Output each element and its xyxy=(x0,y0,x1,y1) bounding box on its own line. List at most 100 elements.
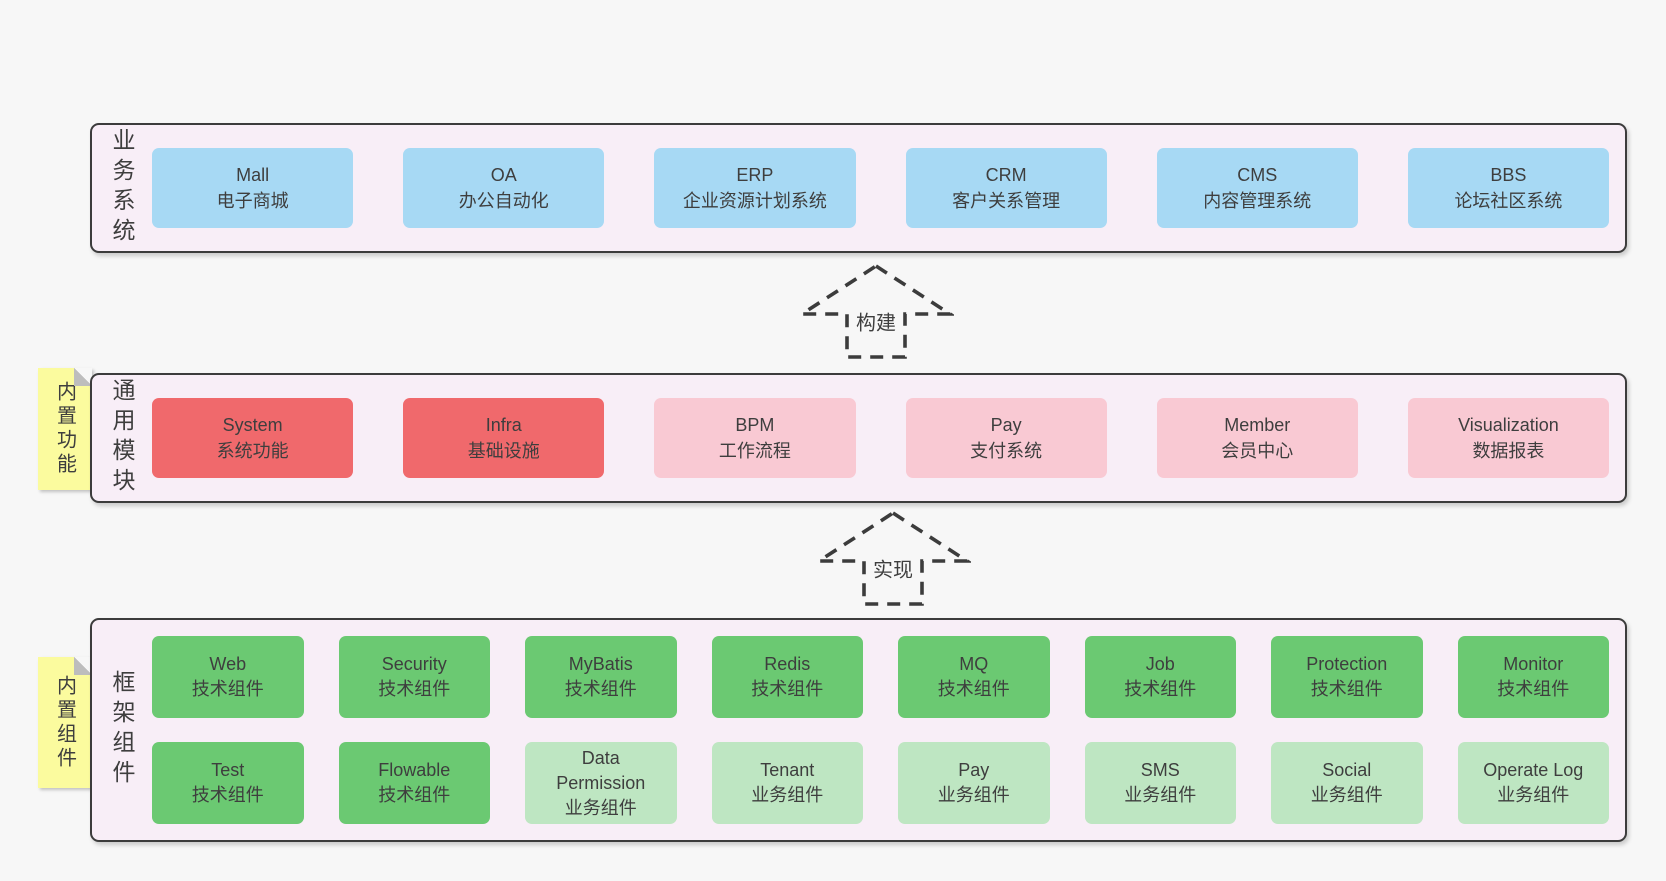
diagram-box-erp: ERP 企业资源计划系统 xyxy=(654,148,856,228)
diagram-box-test: Test 技术组件 xyxy=(152,742,304,824)
box-title-en: BPM xyxy=(735,415,775,435)
box-title-cn: 数据报表 xyxy=(1472,441,1545,461)
box-title-en: SMS xyxy=(1140,760,1180,780)
diagram-box-redis: Redis 技术组件 xyxy=(711,636,863,718)
box-title-cn: 技术组件 xyxy=(937,679,1010,699)
box-title-en: Protection xyxy=(1306,654,1388,674)
sticky-note-built-in-features: 内置功能 xyxy=(38,368,92,490)
build-arrow: 构建 xyxy=(798,263,954,360)
box-title-en: Test xyxy=(211,760,245,780)
diagram-box-bbs: BBS 论坛社区系统 xyxy=(1407,148,1610,228)
box-title-cn: 技术组件 xyxy=(191,785,264,805)
box-title-cn: 技术组件 xyxy=(1497,679,1570,699)
diagram-box-sms: SMS 业务组件 xyxy=(1084,742,1236,824)
implement-arrow-label: 实现 xyxy=(870,553,916,583)
box-title-en: Visualization xyxy=(1458,415,1559,435)
sticky-note-built-in-components: 内置组件 xyxy=(38,657,92,788)
panel-business-systems: 业务系统 Mall 电子商城 OA 办公自动化 ERP 企业资源计划系统 CRM 客户关系管理… xyxy=(90,123,1627,253)
diagram-box-mq: MQ 技术组件 xyxy=(898,636,1050,718)
implement-arrow: 实现 xyxy=(815,510,971,607)
panel-side-label: 框架组件 xyxy=(109,670,135,790)
diagram-box-tenant: Tenant 业务组件 xyxy=(711,742,863,824)
diagram-box-oa: OA 办公自动化 xyxy=(403,148,605,228)
box-title-en: Member xyxy=(1224,415,1291,435)
box-title-cn: 论坛社区系统 xyxy=(1454,191,1563,211)
box-title-en: Tenant xyxy=(760,760,815,780)
box-title-cn: 支付系统 xyxy=(970,441,1043,461)
box-title-cn: 技术组件 xyxy=(1124,679,1197,699)
box-title-cn: 基础设施 xyxy=(467,441,540,461)
box-title-cn: 业务组件 xyxy=(1124,785,1197,805)
sticky-note-label: 内置功能 xyxy=(53,381,76,477)
box-title-cn: 业务组件 xyxy=(937,785,1010,805)
box-title-en: Redis xyxy=(764,654,811,674)
diagram-box-social: Social 业务组件 xyxy=(1271,742,1423,824)
box-title-cn: 企业资源计划系统 xyxy=(682,191,827,211)
box-title-en: Flowable xyxy=(378,760,451,780)
box-title-en: Data Permission xyxy=(556,747,646,793)
diagram-box-pay: Pay 业务组件 xyxy=(898,742,1050,824)
box-title-cn: 工作流程 xyxy=(718,441,791,461)
box-title-cn: 内容管理系统 xyxy=(1203,191,1312,211)
diagram-box-member: Member 会员中心 xyxy=(1156,398,1358,478)
diagram-box-bpm: BPM 工作流程 xyxy=(654,398,856,478)
box-title-cn: 技术组件 xyxy=(564,679,637,699)
box-title-en: ERP xyxy=(736,165,774,185)
box-title-cn: 技术组件 xyxy=(378,785,451,805)
build-arrow-label: 构建 xyxy=(853,306,899,336)
box-title-cn: 会员中心 xyxy=(1221,441,1294,461)
box-title-en: MQ xyxy=(959,654,989,674)
diagram-box-operate-log: Operate Log 业务组件 xyxy=(1457,742,1609,824)
diagram-box-crm: CRM 客户关系管理 xyxy=(905,148,1107,228)
box-title-en: BBS xyxy=(1490,165,1527,185)
box-title-en: Pay xyxy=(958,760,990,780)
box-title-cn: 技术组件 xyxy=(191,679,264,699)
box-title-cn: 技术组件 xyxy=(1310,679,1383,699)
box-title-cn: 客户关系管理 xyxy=(952,191,1061,211)
box-title-en: Pay xyxy=(990,415,1022,435)
box-title-en: Monitor xyxy=(1503,654,1564,674)
box-row-business: Mall 电子商城 OA 办公自动化 ERP 企业资源计划系统 CRM 客户关系管理 CMS 内容… xyxy=(152,148,1610,228)
box-title-cn: 技术组件 xyxy=(751,679,824,699)
box-title-en: Infra xyxy=(485,415,522,435)
diagram-box-security: Security 技术组件 xyxy=(338,636,490,718)
diagram-box-mall: Mall 电子商城 xyxy=(152,148,354,228)
box-title-cn: 技术组件 xyxy=(378,679,451,699)
diagram-box-flowable: Flowable 技术组件 xyxy=(338,742,490,824)
box-title-en: CMS xyxy=(1237,165,1278,185)
box-title-en: CRM xyxy=(985,165,1027,185)
box-title-en: Social xyxy=(1322,760,1372,780)
diagram-box-infra: Infra 基础设施 xyxy=(403,398,605,478)
diagram-box-data-permission: Data Permission 业务组件 xyxy=(525,742,677,824)
panel-side-label: 通用模块 xyxy=(109,378,135,498)
box-title-cn: 业务组件 xyxy=(751,785,824,805)
sticky-note-label: 内置组件 xyxy=(53,674,76,771)
box-title-en: MyBatis xyxy=(568,654,633,674)
diagram-box-visualization: Visualization 数据报表 xyxy=(1407,398,1610,478)
diagram-box-cms: CMS 内容管理系统 xyxy=(1156,148,1358,228)
box-title-en: System xyxy=(222,415,283,435)
panel-side-label: 业务系统 xyxy=(109,128,135,248)
box-title-en: OA xyxy=(490,165,517,185)
box-title-cn: 业务组件 xyxy=(1310,785,1383,805)
box-title-cn: 办公自动化 xyxy=(458,191,549,211)
box-title-en: Mall xyxy=(236,165,270,185)
diagram-box-web: Web 技术组件 xyxy=(152,636,304,718)
box-title-cn: 电子商城 xyxy=(216,191,289,211)
box-title-en: Web xyxy=(209,654,247,674)
diagram-box-pay: Pay 支付系统 xyxy=(905,398,1107,478)
box-title-en: Security xyxy=(381,654,447,674)
box-title-cn: 业务组件 xyxy=(1497,785,1570,805)
diagram-box-monitor: Monitor 技术组件 xyxy=(1457,636,1609,718)
box-title-cn: 业务组件 xyxy=(564,797,637,818)
box-title-en: Operate Log xyxy=(1483,760,1584,780)
diagram-box-mybatis: MyBatis 技术组件 xyxy=(525,636,677,718)
